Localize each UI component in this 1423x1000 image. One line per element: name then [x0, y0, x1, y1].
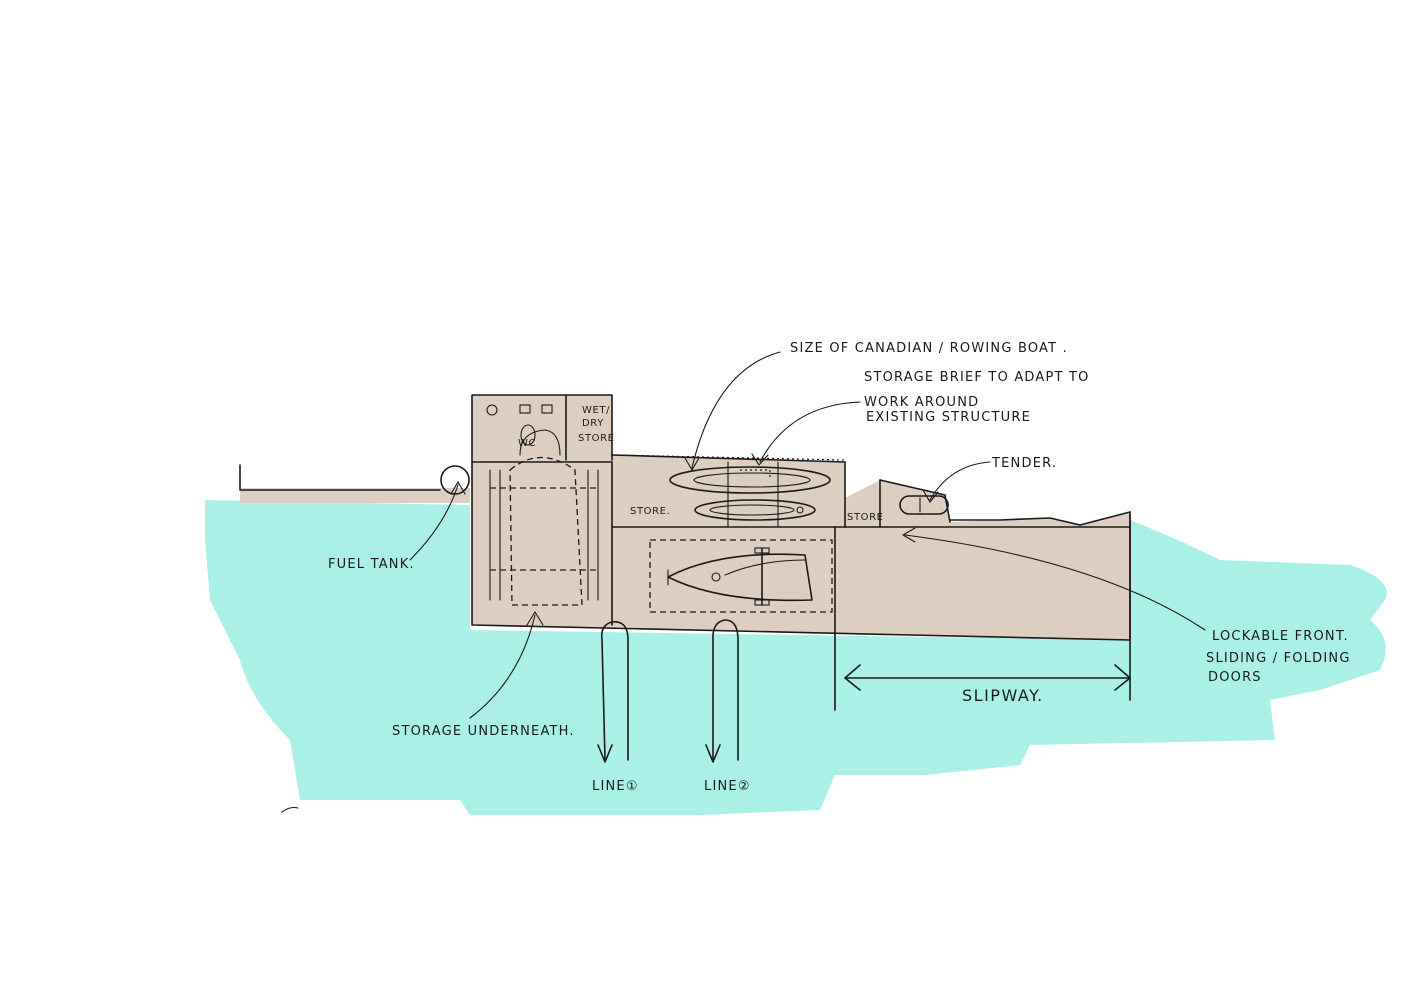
boathouse-body: [472, 455, 1130, 640]
under-store-boat-outline: [509, 457, 583, 606]
canoe-lower: [694, 499, 816, 521]
label-brief-line2: Work around: [864, 395, 979, 410]
leader-brief: [759, 401, 861, 463]
label-wc: WC: [518, 438, 536, 449]
leader-fuel-tank-arrow: [450, 480, 466, 495]
sailboat-hull: [667, 553, 813, 602]
leader-canoe-size-arrow: [684, 457, 700, 472]
label-brief-line3: Existing Structure: [866, 410, 1031, 425]
canoe-upper: [669, 466, 831, 494]
leader-fuel-tank: [409, 484, 459, 561]
water-wisp: [281, 806, 299, 813]
label-wet-dry-1: Wet/: [582, 405, 610, 416]
roof-line: [611, 454, 846, 463]
roofline-right: [949, 511, 1131, 526]
water-area: [205, 500, 1387, 815]
line-1-arrow: [597, 744, 613, 763]
leader-storage-arrow: [526, 610, 544, 626]
label-canoe-size: Size of Canadian / Rowing Boat .: [790, 341, 1068, 356]
canoe-lower-inner: [709, 504, 795, 516]
wc-fixture-circle: [486, 404, 498, 416]
boat-bay-dashed: [649, 539, 833, 613]
roof-dotted: [611, 454, 846, 461]
slipway-arrow-left: [844, 664, 861, 691]
tender-bay-outline: [879, 479, 951, 523]
label-fuel-tank: Fuel Tank.: [328, 557, 415, 572]
canoe-upper-inner: [693, 472, 811, 488]
wc-fixture-sink-2: [541, 404, 553, 414]
leader-tender: [929, 461, 991, 501]
label-line-2: Line②: [704, 779, 751, 794]
leader-lockable: [904, 534, 1206, 631]
leader-canoe-size: [691, 351, 781, 469]
sailboat-cradle-top: [754, 547, 770, 554]
quay-edge: [239, 464, 441, 491]
label-brief-line1: Storage Brief to Adapt to: [864, 370, 1090, 385]
label-storage-underneath: Storage Underneath.: [392, 724, 575, 739]
line-2-loop: [712, 619, 739, 761]
label-line-1: Line①: [592, 779, 639, 794]
label-tender: Tender.: [991, 456, 1057, 471]
label-lockable-2: Sliding / Folding: [1206, 651, 1351, 666]
label-store-right: Store: [847, 512, 884, 523]
label-wet-dry-3: Store: [578, 433, 615, 444]
label-store-left: Store.: [630, 506, 670, 517]
tender-boat: [899, 495, 949, 515]
leader-lockable-arrow: [901, 527, 916, 543]
leader-tender-arrow: [922, 489, 939, 503]
label-wet-dry-2: Dry: [582, 418, 604, 429]
sailboat-cradle-bottom: [754, 599, 770, 606]
quay-strip: [240, 488, 470, 503]
leader-storage: [469, 614, 536, 719]
wc-fixture-sink-1: [519, 404, 531, 414]
wc-door-swing: [519, 429, 561, 456]
canoe-dotted-detail: [740, 469, 771, 478]
wc-toilet: [520, 424, 536, 446]
label-slipway: Slipway.: [962, 686, 1044, 705]
sailboat-mast-fitting: [711, 572, 721, 582]
leader-brief-arrow: [751, 453, 769, 466]
label-lockable-1: Lockable Front.: [1212, 629, 1349, 644]
canoe-lower-fitting: [796, 506, 804, 514]
line-2-arrow: [705, 744, 721, 763]
label-lockable-3: Doors: [1208, 670, 1262, 685]
line-1-loop: [600, 621, 629, 761]
